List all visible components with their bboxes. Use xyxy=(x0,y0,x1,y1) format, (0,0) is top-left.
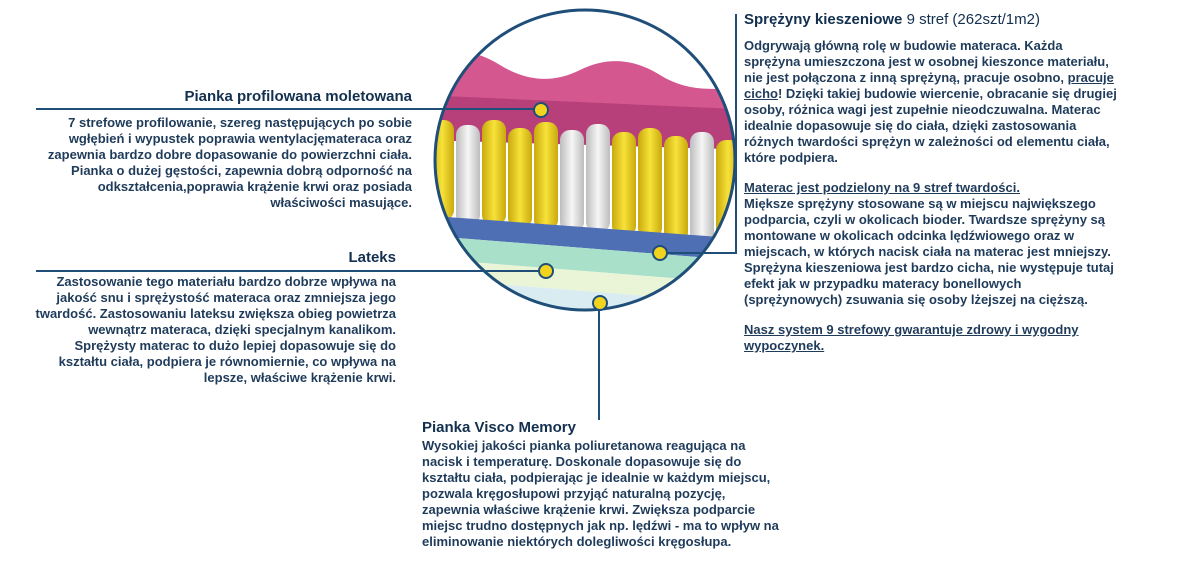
profiled-foam-line: odkształcenia,poprawia krążenie krwi ora… xyxy=(97,179,412,194)
springs-para2-line: miejscach, w których nacisk ciała na mat… xyxy=(744,244,1111,259)
springs-title-bold: Sprężyny kieszeniowe xyxy=(744,11,903,28)
springs-title: Sprężyny kieszeniowe 9 stref (262szt/1m2… xyxy=(744,12,1144,28)
pocket-springs-section: Sprężyny kieszeniowe 9 stref (262szt/1m2… xyxy=(744,12,1144,354)
latex-title: Lateks xyxy=(348,249,396,266)
connector-springs-v xyxy=(735,14,737,254)
springs-para2-line: Miększe sprężyny stosowane są w miejscu … xyxy=(744,196,1096,211)
springs-para1-line: sprężyna umieszczona jest w osobnej kies… xyxy=(744,54,1109,69)
springs-para1-line: idealnie dopasowuje się do ciała, dzięki… xyxy=(744,118,1077,133)
latex-line: wewnątrz materaca, dzięki specjalnym kan… xyxy=(88,322,396,337)
latex-layer xyxy=(435,235,735,285)
springs-para2-line: podparcia, czyli w okolicach bioder. Twa… xyxy=(744,212,1105,227)
marker-latex xyxy=(538,263,554,279)
mattress-cross-section-illustration xyxy=(433,8,737,312)
profiled-foam-line: Pianka o dużej gęstości, zapewnia dobrą … xyxy=(71,163,412,178)
springs-underlined-word: cicho xyxy=(744,86,778,101)
springs-para1-text: nie jest połączona z inną sprężyną, prac… xyxy=(744,70,1068,85)
connector-springs-h xyxy=(664,252,736,254)
profiled-foam-line: zapewnia bardzo dobre dopasowanie do pow… xyxy=(47,147,412,162)
visco-line: eliminowanie niektórych dolegliwości krę… xyxy=(422,534,732,549)
springs-para2-line: (sprężynowych) zsuwania się osoby lżejsz… xyxy=(744,292,1088,307)
profiled-foam-line: wgłębień i wypustek poprawia wentylacjęm… xyxy=(68,131,412,146)
connector-profiled-foam xyxy=(36,108,540,110)
springs-para1-line: osoby, różnica wagi jest zupełnie nieodc… xyxy=(744,102,1101,117)
marker-visco xyxy=(592,295,608,311)
springs-para2-line: efekt jak w przypadku materacy bonellowy… xyxy=(744,276,1022,291)
visco-line: zapewnia właściwe krążenie krwi. Zwiększ… xyxy=(422,502,756,517)
springs-title-rest: 9 stref (262szt/1m2) xyxy=(902,11,1040,28)
visco-line: Wysokiej jakości pianka poliuretanowa re… xyxy=(422,438,746,453)
profiled-foam-title: Pianka profilowana moletowana xyxy=(184,88,412,105)
latex-line: twardość. Zastosowaniu lateksu zwiększa … xyxy=(35,306,396,321)
latex-line: Sprężysty materac to dużo lepiej dopasow… xyxy=(74,338,396,353)
profiled-foam-section: Pianka profilowana moletowana 7 strefowe… xyxy=(36,89,412,211)
latex-line: lepsze, właściwe krążenie krwi. xyxy=(203,370,396,385)
latex-line: kształtu ciała, podpiera je równomiernie… xyxy=(58,354,396,369)
visco-line: nacisk i temperaturę. Doskonale dopasowu… xyxy=(422,454,742,469)
springs-para1-line: nie jest połączona z inną sprężyną, prac… xyxy=(744,70,1144,86)
marker-springs xyxy=(652,245,668,261)
latex-line: Zastosowanie tego materiału bardzo dobrz… xyxy=(56,274,396,289)
marker-profiled-foam xyxy=(533,102,549,118)
springs-para1-line: różnych twardości sprężyn w zależności o… xyxy=(744,134,1110,149)
visco-title: Pianka Visco Memory xyxy=(422,419,576,436)
springs-para3-line: Nasz system 9 strefowy gwarantuje zdrowy… xyxy=(744,322,1079,337)
visco-line: pozwala kręgosłupowi przyjąć naturalną p… xyxy=(422,486,726,501)
connector-visco xyxy=(598,302,600,420)
springs-para1-line: Odgrywają główną rolę w budowie materaca… xyxy=(744,38,1063,53)
latex-section: Lateks Zastosowanie tego materiału bardz… xyxy=(20,250,396,386)
springs-para1-text: ! Dzięki takiej budowie wiercenie, obrac… xyxy=(777,86,1117,101)
springs-underlined-word: pracuje xyxy=(1067,70,1114,85)
springs-para1-line: które podpiera. xyxy=(744,150,838,165)
profiled-foam-line: 7 strefowe profilowanie, szereg następuj… xyxy=(68,115,412,130)
springs-para2-line: montowane w okolicach odcinka lędźwioweg… xyxy=(744,228,1075,243)
visco-line: kształtu ciała, podpierając je idealnie … xyxy=(422,470,771,485)
base-foam-layer xyxy=(435,215,735,262)
springs-para2-line: Sprężyna kieszeniowa jest bardzo cicha, … xyxy=(744,260,1114,275)
springs-para3-line: wypoczynek. xyxy=(744,338,825,353)
visco-section: Pianka Visco Memory Wysokiej jakości pia… xyxy=(422,420,802,550)
springs-para1-line: cicho! Dzięki takiej budowie wiercenie, … xyxy=(744,86,1144,102)
profiled-foam-line: właściwości masujące. xyxy=(270,195,412,210)
pocket-springs xyxy=(435,120,735,246)
connector-latex xyxy=(36,270,546,272)
springs-para2-heading: Materac jest podzielony na 9 stref tward… xyxy=(744,180,1020,195)
latex-line: jakość snu i sprężystość materaca oraz z… xyxy=(56,290,396,305)
visco-line: miejsc trudno dostępnych jak np. lędźwi … xyxy=(422,518,779,533)
